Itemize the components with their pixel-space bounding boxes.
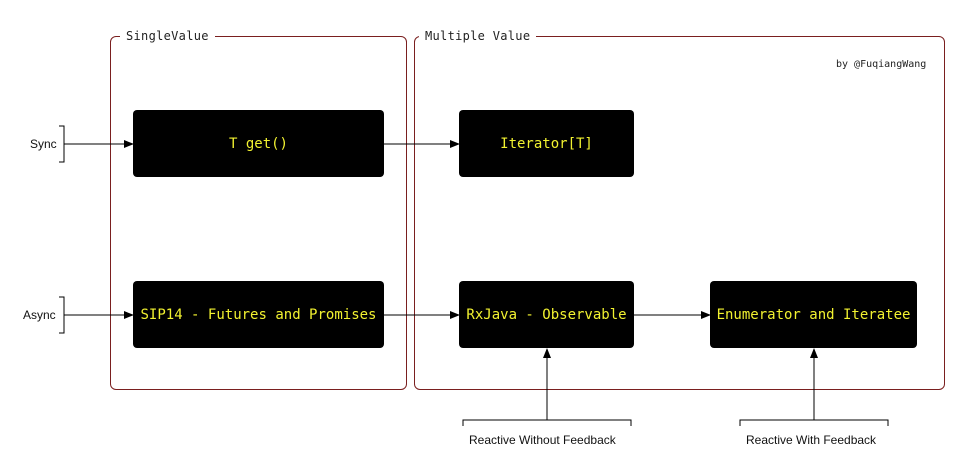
iterator-node-label: Iterator[T]: [500, 135, 593, 152]
async-bracket: [59, 296, 65, 334]
enumerator-node: Enumerator and Iteratee: [710, 281, 917, 348]
reactive-with-feedback-label: Reactive With Feedback: [746, 433, 877, 447]
author-credit: by @FuqiangWang: [836, 59, 927, 70]
without-feedback-bracket: [462, 419, 632, 426]
with-feedback-bracket: [739, 419, 889, 426]
rxjava-node: RxJava - Observable: [459, 281, 634, 348]
sync-label: Sync: [30, 137, 57, 151]
t-get-node-label: T get(): [228, 135, 288, 152]
reactive-without-feedback-label: Reactive Without Feedback: [469, 433, 616, 447]
multiple-value-group-title: Multiple Value: [419, 28, 537, 44]
async-label: Async: [23, 308, 56, 322]
t-get-node: T get(): [133, 110, 384, 177]
sip14-node: SIP14 - Futures and Promises: [133, 281, 384, 348]
iterator-node: Iterator[T]: [459, 110, 634, 177]
sync-bracket: [59, 125, 65, 163]
sip14-node-label: SIP14 - Futures and Promises: [140, 306, 377, 323]
single-value-group: SingleValue: [110, 28, 407, 390]
enumerator-node-label: Enumerator and Iteratee: [716, 306, 911, 323]
multiple-value-group: Multiple Value: [414, 28, 945, 390]
single-value-group-title: SingleValue: [120, 28, 215, 44]
rxjava-node-label: RxJava - Observable: [466, 306, 627, 323]
